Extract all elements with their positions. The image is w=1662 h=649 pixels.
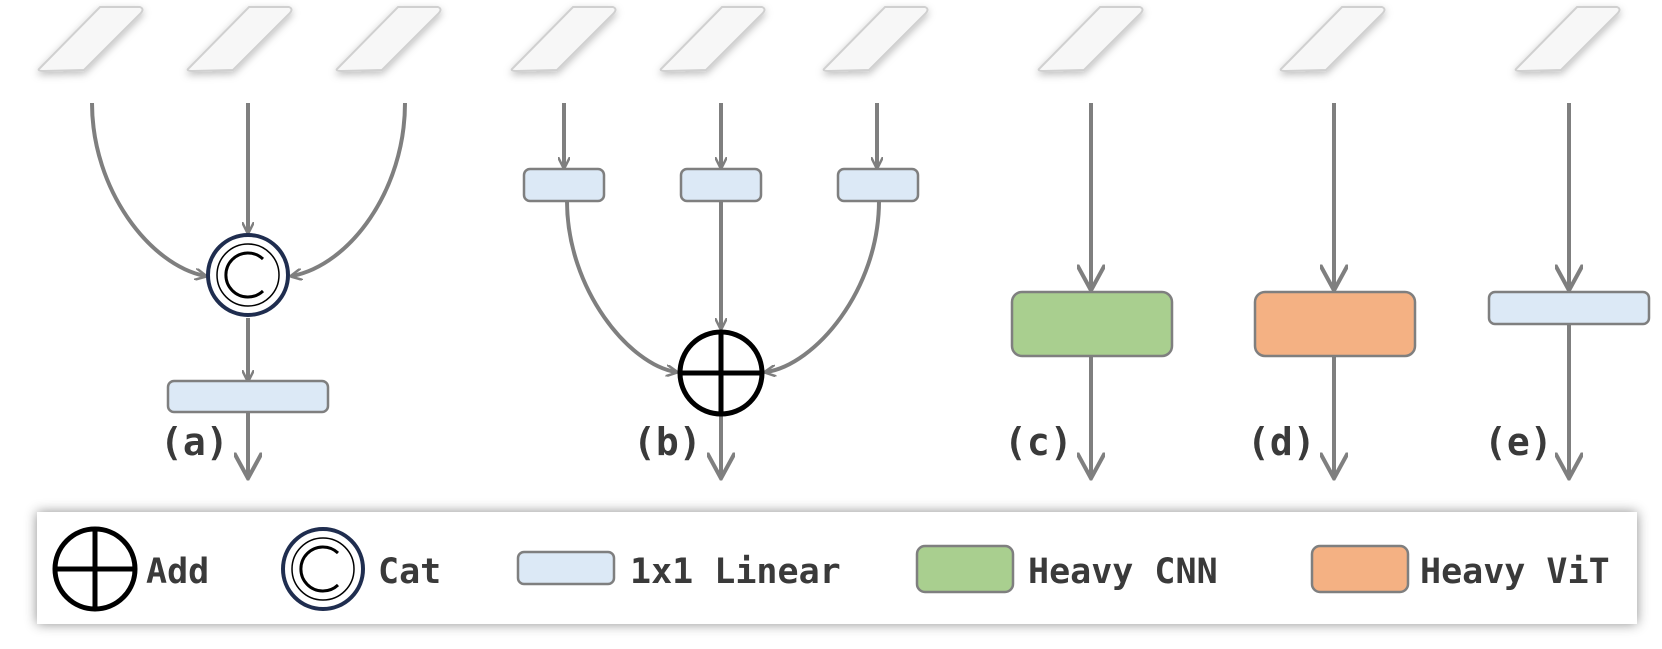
panel-c: (c) [1004,103,1174,476]
linear-block [166,379,330,414]
input-token [1037,6,1144,73]
linear-block [679,167,763,203]
panel-d-label: (d) [1247,420,1316,464]
arrow [292,102,407,276]
arrow [90,102,205,276]
panel-b-label: (b) [633,420,702,464]
input-token [510,6,617,73]
linear-block [836,167,920,203]
cat-node [206,233,290,317]
panel-a: (a) [90,102,407,476]
legend-cat-label: Cat [378,552,441,592]
panel-e: (e) [1484,103,1651,476]
legend-cnn-swatch [915,544,1015,594]
legend-linear-label: 1x1 Linear [630,552,841,592]
legend-cat-icon [281,527,365,611]
legend-linear-swatch [516,550,616,586]
panel-e-label: (e) [1484,420,1553,464]
arrow [766,200,881,372]
heavy-cnn-block [1010,290,1174,358]
legend-vit-label: Heavy ViT [1420,552,1610,592]
legend-add-icon [52,526,138,612]
linear-block [522,167,606,203]
legend-add-label: Add [146,552,209,592]
cat-c-glyph [224,251,265,299]
input-token [1279,6,1386,73]
legend-vit-swatch [1310,544,1410,594]
panel-c-label: (c) [1004,420,1073,464]
input-token [335,6,442,73]
panel-b: (b) [522,103,920,476]
input-token [822,6,929,73]
input-token [1514,6,1621,73]
panel-d: (d) [1247,103,1417,476]
legend: Add Cat 1x1 Linear Heavy CNN Heavy ViT [37,512,1637,624]
linear-block [1487,290,1651,326]
arrow [565,200,676,372]
input-token [186,6,293,73]
input-tokens [37,6,1621,73]
add-node [677,329,765,417]
panel-a-label: (a) [160,420,229,464]
heavy-vit-block [1253,290,1417,358]
legend-cnn-label: Heavy CNN [1028,552,1218,592]
input-token [37,6,144,73]
input-token [659,6,766,73]
